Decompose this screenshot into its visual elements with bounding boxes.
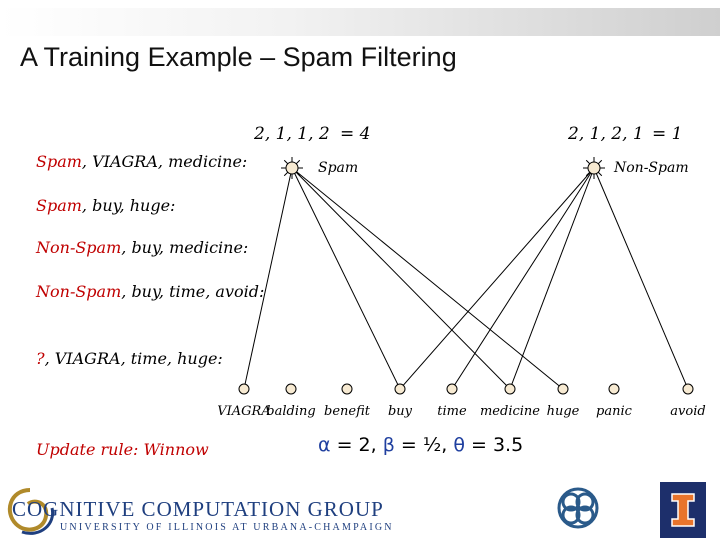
celtic-knot-icon [557, 487, 599, 529]
illinois-logo-icon [660, 482, 706, 538]
input-nodes [238, 383, 694, 395]
alpha-value: = 2, [330, 434, 383, 456]
nonspam-output-node [583, 157, 605, 179]
example-features: , buy, huge: [81, 196, 176, 215]
feature-label-panic: panic [596, 404, 632, 419]
feature-node-buy [394, 383, 406, 395]
feature-label-viagra: VIAGRA [217, 404, 271, 419]
feature-node-medicine [504, 383, 516, 395]
title-bar [0, 8, 720, 36]
feature-label-avoid: avoid [670, 404, 706, 419]
spam-output-node [281, 157, 303, 179]
theta-symbol: θ [453, 434, 465, 456]
update-rule: Update rule: Winnow [36, 440, 209, 459]
winnow-parameters: α = 2, β = ½, θ = 3.5 [318, 434, 523, 456]
example-2: Spam, buy, huge: [36, 196, 175, 215]
spam-edge-VIAGRA [243, 167, 293, 390]
example-features: , VIAGRA, time, huge: [44, 349, 223, 368]
slide-title: A Training Example – Spam Filtering [20, 42, 457, 72]
example-4: Non-Spam, buy, time, avoid: [36, 282, 264, 301]
feature-label-huge: huge [546, 404, 580, 419]
ccg-logo-line2: UNIVERSITY OF ILLINOIS AT URBANA-CHAMPAI… [60, 522, 394, 533]
feature-node-panic [608, 383, 620, 395]
feature-label-medicine: medicine [479, 404, 540, 419]
feature-label-benefit: benefit [324, 404, 370, 419]
example-label: Spam [36, 196, 82, 215]
spam-edge-medicine [291, 167, 511, 390]
spam-node-label: Spam [318, 160, 359, 176]
nonspam-edge-time [451, 167, 595, 390]
example-features: , VIAGRA, medicine: [81, 152, 248, 171]
feature-node-benefit [341, 383, 353, 395]
feature-node-huge [557, 383, 569, 395]
beta-symbol: β [382, 434, 395, 456]
example-label: ? [36, 349, 45, 368]
feature-label-time: time [437, 404, 467, 419]
spam-weights: 2, 1, 1, 2 [254, 124, 330, 144]
nonspam-score: = 1 [652, 124, 683, 144]
spam-edge-buy [291, 167, 401, 390]
edges [243, 167, 689, 390]
ccg-logo-line1: COGNITIVE COMPUTATION GROUP [12, 497, 384, 521]
example-label: Spam [36, 152, 82, 171]
spam-edge-huge [291, 167, 564, 390]
query-example: ?, VIAGRA, time, huge: [36, 349, 223, 368]
example-1: Spam, VIAGRA, medicine: [36, 152, 247, 171]
feature-node-viagra [238, 383, 250, 395]
spam-score: = 4 [340, 124, 371, 144]
nonspam-edge-medicine [509, 167, 595, 390]
beta-value: = ½, [394, 434, 454, 456]
update-rule-text: Update rule: Winnow [36, 440, 209, 459]
example-features: , buy, time, avoid: [121, 282, 265, 301]
feature-node-time [446, 383, 458, 395]
nonspam-node-label: Non-Spam [614, 160, 689, 176]
theta-value: = 3.5 [464, 434, 524, 456]
nonspam-edge-buy [399, 167, 595, 390]
ccg-swirl-logo-icon [7, 488, 55, 535]
output-nodes [281, 157, 605, 179]
example-label: Non-Spam [36, 282, 122, 301]
feature-node-balding [285, 383, 297, 395]
alpha-symbol: α [318, 434, 331, 456]
example-label: Non-Spam [36, 238, 122, 257]
example-3: Non-Spam, buy, medicine: [36, 238, 248, 257]
feature-label-balding: balding [266, 404, 316, 419]
example-features: , buy, medicine: [121, 238, 249, 257]
feature-label-buy: buy [387, 404, 413, 419]
nonspam-edge-avoid [593, 167, 689, 390]
nonspam-weights: 2, 1, 2, 1 [568, 124, 644, 144]
feature-node-avoid [682, 383, 694, 395]
